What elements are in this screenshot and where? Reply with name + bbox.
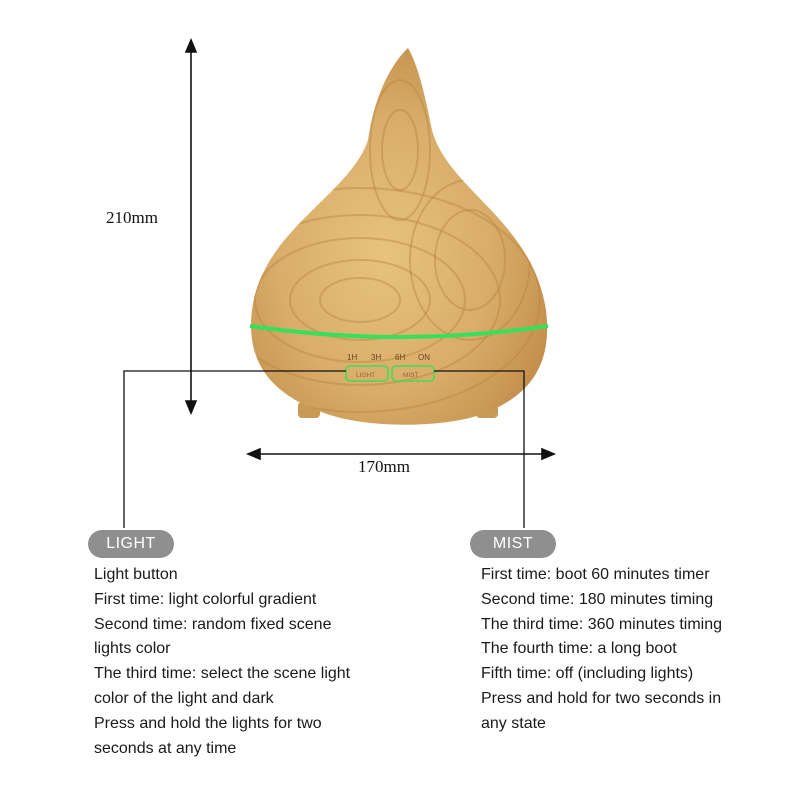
timer-labels: 1H 3H 6H ON <box>347 353 430 362</box>
width-label: 170mm <box>358 457 410 476</box>
diffuser-body <box>251 48 548 425</box>
callout-lines <box>123 370 525 528</box>
timer-label-on: ON <box>418 353 430 362</box>
light-line: Light button <box>94 566 178 583</box>
mist-line: First time: boot 60 minutes timer <box>481 566 710 583</box>
mist-line: any state <box>481 714 546 732</box>
width-dimension-arrow <box>245 447 557 461</box>
mist-line: Press and hold for two seconds in <box>481 689 722 707</box>
mist-line: Fifth time: off (including lights) <box>481 665 694 683</box>
mist-button-label: MIST <box>403 372 419 379</box>
control-panel <box>345 365 435 382</box>
light-badge: LIGHT <box>88 530 174 558</box>
timer-label-6h: 6H <box>395 353 405 362</box>
light-button-label: LIGHT <box>356 372 375 379</box>
mist-badge: MIST <box>470 530 556 558</box>
mist-description: First time: boot 60 minutes timer Second… <box>481 563 722 737</box>
timer-label-1h: 1H <box>347 353 357 362</box>
light-line: Second time: random fixed scene <box>94 615 332 633</box>
height-dimension-arrow <box>184 37 198 416</box>
light-line: seconds at any time <box>94 739 237 757</box>
panel-button-labels: LIGHT MIST <box>356 372 419 379</box>
mist-line: The fourth time: a long boot <box>481 640 677 658</box>
light-line: The third time: select the scene light <box>94 665 351 683</box>
light-line: lights color <box>94 640 171 658</box>
light-line: First time: light colorful gradient <box>94 590 317 608</box>
light-line: Press and hold the lights for two <box>94 714 322 732</box>
mist-line: The third time: 360 minutes timing <box>481 615 722 633</box>
mist-line: Second time: 180 minutes timing <box>481 590 714 608</box>
led-light-ring <box>249 324 549 339</box>
light-line: color of the light and dark <box>94 689 274 707</box>
height-label: 210mm <box>106 208 158 227</box>
light-description: Light button First time: light colorful … <box>94 563 350 761</box>
timer-label-3h: 3H <box>371 353 381 362</box>
